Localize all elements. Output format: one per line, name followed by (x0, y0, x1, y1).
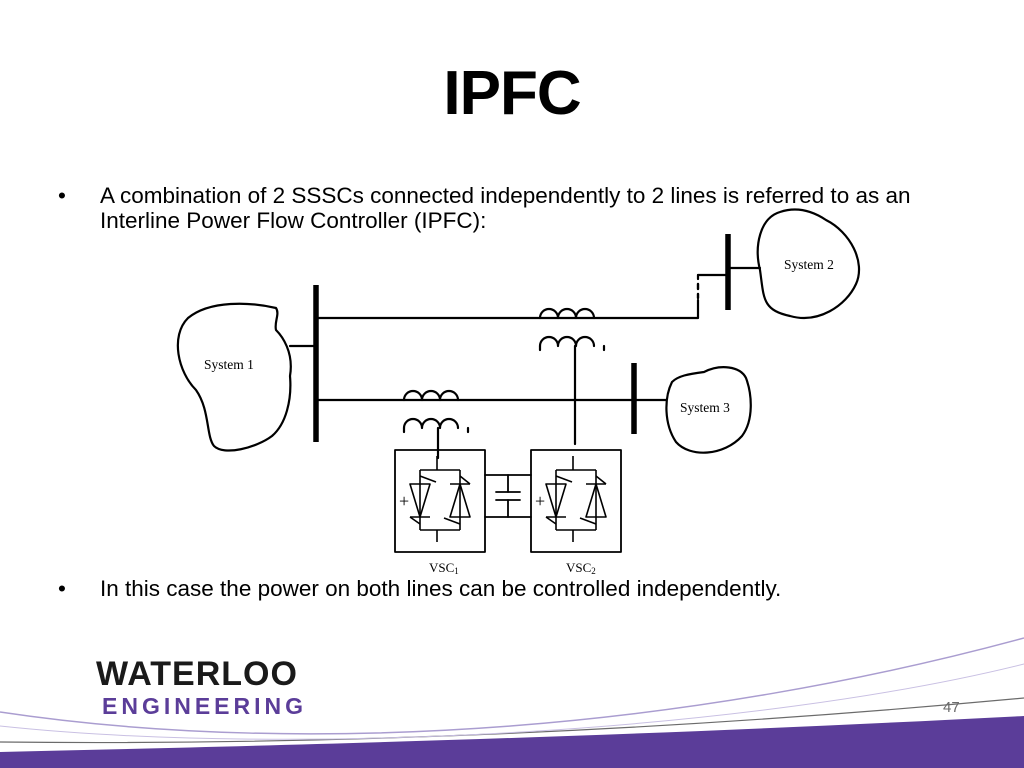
logo-engineering: ENGINEERING (102, 693, 308, 719)
logo-waterloo: WATERLOO (96, 655, 298, 693)
slide-title: IPFC (443, 59, 581, 128)
system2-label: System 2 (784, 257, 834, 272)
plus-sign: + (535, 491, 545, 511)
bullet-dot: • (58, 576, 66, 601)
bullet-text: A combination of 2 SSSCs connected indep… (100, 183, 911, 233)
system3-label: System 3 (680, 400, 730, 415)
vsc1-label: VSC1 (429, 560, 459, 576)
bullet-text: In this case the power on both lines can… (100, 576, 782, 601)
system3-boundary (665, 366, 752, 454)
system1-label: System 1 (204, 357, 254, 372)
plus-sign: + (399, 491, 409, 511)
page-number: 47 (943, 699, 960, 716)
system1-boundary (176, 302, 292, 452)
ipfc-diagram: System 1 System 2 System 3 + + VSC1 VSC2 (176, 208, 861, 576)
bullet-dot: • (58, 183, 66, 208)
system2-boundary (756, 208, 861, 319)
vsc2-label: VSC2 (566, 560, 596, 576)
footer-swoosh (0, 637, 1024, 768)
